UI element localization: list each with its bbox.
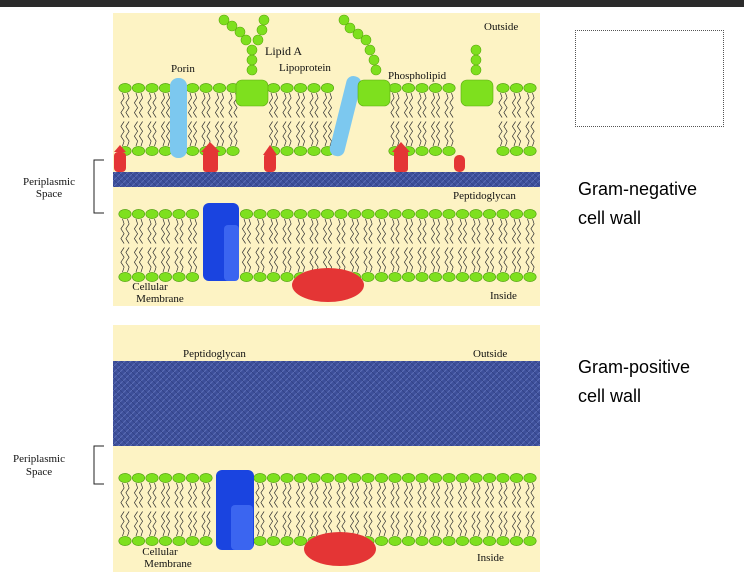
lipopolysaccharide-2 <box>338 14 391 107</box>
periplasmic-bracket <box>93 159 104 214</box>
membrane-protein-highlight <box>224 225 239 281</box>
label-inside-2: Inside <box>477 552 504 564</box>
gram-negative-caption: Gram-negative cell wall <box>578 175 697 233</box>
peptidoglycan-layer-thin <box>113 172 540 187</box>
gram-positive-title: Gram-positive <box>578 357 691 377</box>
membrane-protein-red <box>292 268 364 302</box>
label-periplasmic-2: Space <box>36 188 62 200</box>
membrane-protein-highlight-2 <box>231 505 253 550</box>
lipopolysaccharide-1 <box>218 14 270 107</box>
label-cellular: Cellular <box>132 281 168 293</box>
label-outside: Outside <box>484 21 518 33</box>
label-cellular-2: Cellular <box>142 546 178 558</box>
label-lipid-a: Lipid A <box>265 44 302 58</box>
gram-positive-caption: Gram-positive cell wall <box>578 353 690 411</box>
top-dark-bar <box>0 0 744 7</box>
label-phospholipid: Phospholipid <box>388 70 447 82</box>
lipid-tails <box>120 92 535 537</box>
lipoprotein <box>329 76 362 157</box>
gram-negative-subtitle: cell wall <box>578 208 642 228</box>
label-outside-2: Outside <box>473 348 507 360</box>
label-inside: Inside <box>490 290 517 302</box>
empty-placeholder-box <box>575 30 724 127</box>
lipopolysaccharide-3 <box>460 44 494 107</box>
label-periplasmic-3: Periplasmic <box>13 453 65 465</box>
label-membrane: Membrane <box>136 293 184 305</box>
peptidoglycan-layer-thick <box>113 361 540 446</box>
periplasmic-bracket-2 <box>93 445 104 485</box>
label-peptidoglycan: Peptidoglycan <box>453 190 516 202</box>
label-porin: Porin <box>171 63 195 75</box>
periplasmic-proteins <box>114 142 465 172</box>
gram-positive-subtitle: cell wall <box>578 386 642 406</box>
label-periplasmic-1: Periplasmic <box>23 176 75 188</box>
label-periplasmic-4: Space <box>26 466 52 478</box>
label-lipoprotein: Lipoprotein <box>279 62 331 74</box>
porin-protein <box>170 78 187 158</box>
membrane-protein-red-2 <box>304 532 376 566</box>
label-membrane-2: Membrane <box>144 558 192 570</box>
label-peptidoglycan-2: Peptidoglycan <box>183 348 246 360</box>
gram-negative-title: Gram-negative <box>578 179 698 199</box>
